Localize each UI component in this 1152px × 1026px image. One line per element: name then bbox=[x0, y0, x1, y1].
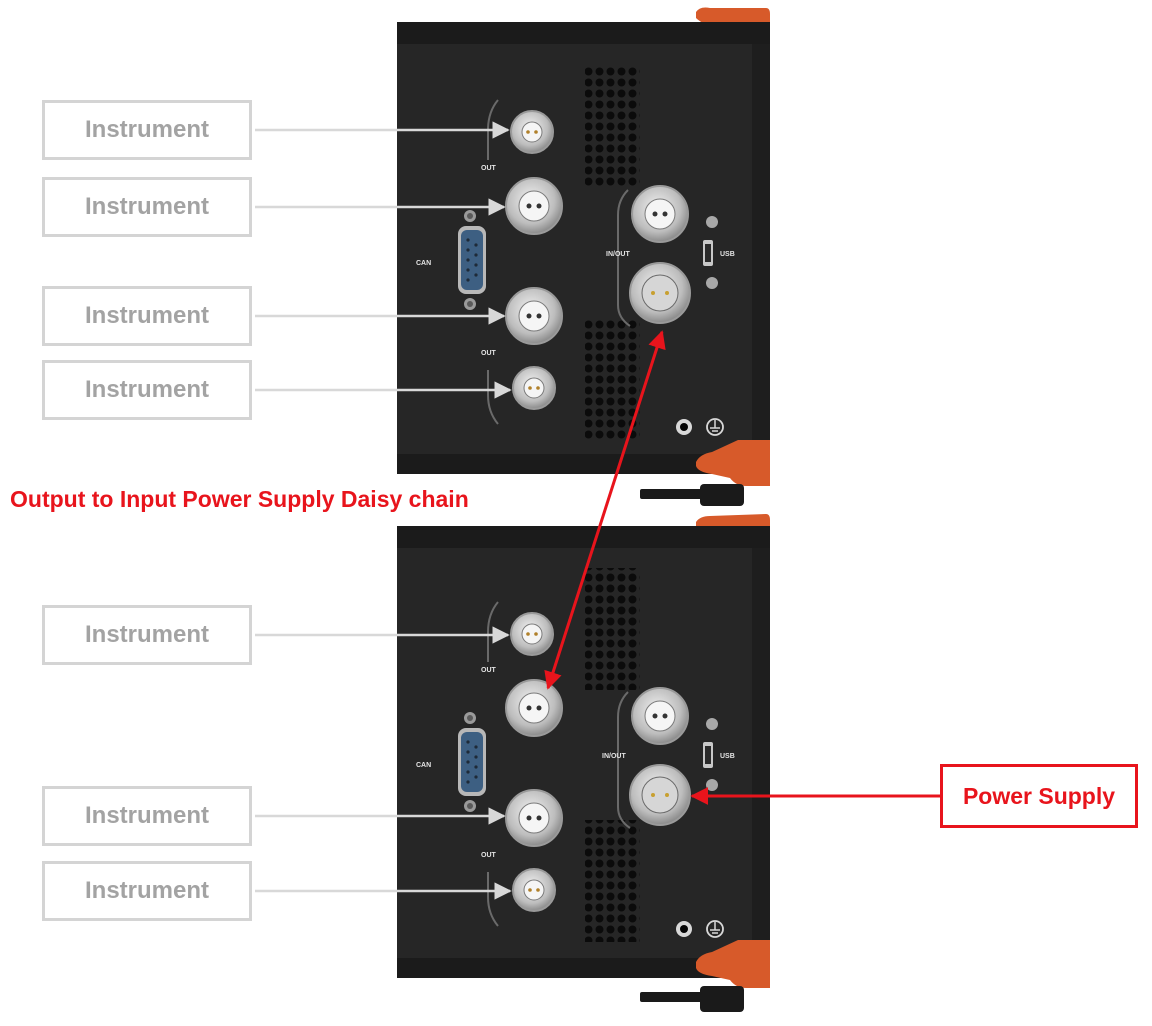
status-led bbox=[706, 216, 718, 228]
out-connector-small bbox=[511, 613, 553, 655]
vent-grille bbox=[585, 568, 640, 690]
instrument-box: Instrument bbox=[42, 100, 252, 160]
instrument-label: Instrument bbox=[85, 302, 209, 330]
out-connector-large bbox=[506, 790, 562, 846]
inout-label: IN/OUT bbox=[606, 251, 630, 258]
instrument-box: Instrument bbox=[42, 786, 252, 846]
module-bottom: OUT OUT CAN IN/OUT USB bbox=[397, 514, 770, 1012]
instrument-label: Instrument bbox=[85, 116, 209, 144]
status-led bbox=[706, 277, 718, 289]
status-led bbox=[706, 779, 718, 791]
out-bottom-label: OUT bbox=[481, 852, 497, 859]
instrument-label: Instrument bbox=[85, 877, 209, 905]
inout-label: IN/OUT bbox=[602, 753, 626, 760]
power-input-connector bbox=[630, 263, 690, 323]
can-label: CAN bbox=[416, 762, 431, 769]
out-top-label: OUT bbox=[481, 667, 497, 674]
out-connector-small bbox=[513, 367, 555, 409]
instrument-label: Instrument bbox=[85, 802, 209, 830]
out-bottom-label: OUT bbox=[481, 350, 497, 357]
out-connector-large bbox=[506, 178, 562, 234]
status-led bbox=[706, 718, 718, 730]
out-connector-small bbox=[513, 869, 555, 911]
out-connector-small bbox=[511, 111, 553, 153]
instrument-box: Instrument bbox=[42, 286, 252, 346]
instrument-box: Instrument bbox=[42, 177, 252, 237]
can-label: CAN bbox=[416, 260, 431, 267]
vent-grille bbox=[585, 66, 640, 188]
module-top: OUT OUT CAN IN/OUT USB bbox=[397, 8, 770, 507]
power-input-connector bbox=[630, 765, 690, 825]
power-supply-box: Power Supply bbox=[940, 764, 1138, 828]
instrument-box: Instrument bbox=[42, 605, 252, 665]
out-top-label: OUT bbox=[481, 165, 497, 172]
instrument-box: Instrument bbox=[42, 360, 252, 420]
power-supply-label: Power Supply bbox=[963, 783, 1115, 810]
vent-grille bbox=[585, 820, 640, 942]
inout-connector bbox=[632, 186, 688, 242]
daisy-chain-label: Output to Input Power Supply Daisy chain bbox=[10, 486, 469, 513]
instrument-label: Instrument bbox=[85, 193, 209, 221]
instrument-label: Instrument bbox=[85, 621, 209, 649]
out-connector-large bbox=[506, 288, 562, 344]
usb-label: USB bbox=[720, 753, 735, 760]
instrument-box: Instrument bbox=[42, 861, 252, 921]
usb-label: USB bbox=[720, 251, 735, 258]
chassis-body bbox=[397, 526, 770, 978]
out-connector-large bbox=[506, 680, 562, 736]
chassis-body bbox=[397, 22, 770, 474]
inout-connector bbox=[632, 688, 688, 744]
instrument-label: Instrument bbox=[85, 376, 209, 404]
